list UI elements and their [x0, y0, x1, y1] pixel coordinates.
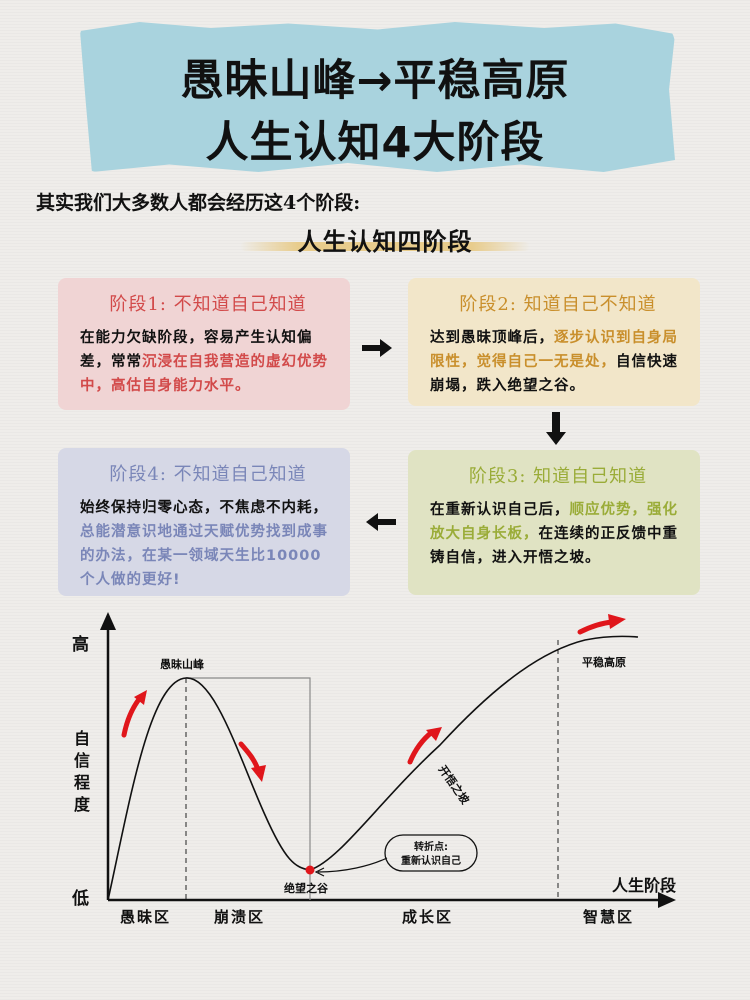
body-text: 在重新认识自己后， — [430, 502, 570, 518]
page-title-line1: 愚昧山峰→平稳高原 — [180, 56, 570, 106]
arrow-right-icon — [362, 339, 392, 357]
stage-title: 阶段1: 不知道自己知道 — [109, 294, 307, 315]
stage-title: 阶段4: 不知道自己知道 — [109, 464, 307, 485]
zone-label-1: 愚昧区 — [120, 908, 172, 926]
subtitle-underline — [240, 242, 530, 251]
y-axis-label: 自信程度 — [74, 729, 91, 814]
stage-body: 在能力欠缺阶段，容易产生认知偏差，常常沉浸在自我营造的虚幻优势中，高估自身能力水… — [80, 326, 336, 398]
zone-label-2: 崩溃区 — [214, 908, 266, 926]
body-highlight: 总能潜意识地通过天赋优势找到成事的办法，在某一领域天生比10000个人做的更好! — [80, 524, 328, 588]
stage-card-1: 阶段1: 不知道自己知道 在能力欠缺阶段，容易产生认知偏差，常常沉浸在自我营造的… — [58, 278, 350, 410]
intro-text: 其实我们大多数人都会经历这4个阶段: — [36, 192, 361, 214]
stage-card-3: 阶段3: 知道自己知道 在重新认识自己后，顺应优势，强化放大自身长板，在连续的正… — [408, 450, 700, 595]
subtitle-block: 人生认知四阶段 — [240, 218, 530, 258]
body-text: 在连续的正反馈中重铸自信，进入开悟之坡。 — [430, 526, 678, 566]
stage-title: 阶段2: 知道自己不知道 — [459, 294, 657, 315]
turning-point-line1: 转折点: — [414, 842, 448, 853]
body-text: 达到愚昧顶峰后， — [430, 330, 554, 346]
turning-point-line2: 重新认识自己 — [401, 856, 461, 867]
title-banner — [80, 22, 675, 172]
body-highlight: 顺应优势，强化放大自身长板， — [430, 502, 678, 542]
valley-label: 绝望之谷 — [284, 882, 328, 895]
body-text: 在能力欠缺阶段，容易产生认知偏差，常常 — [80, 330, 313, 370]
plateau-label: 平稳高原 — [582, 656, 626, 669]
stage-body: 在重新认识自己后，顺应优势，强化放大自身长板，在连续的正反馈中重铸自信，进入开悟… — [430, 498, 686, 570]
body-text: 始终保持归零心态，不焦虑不内耗， — [80, 500, 328, 516]
body-highlight: 逐步认识到自身局限性，觉得自己一无是处， — [430, 330, 678, 370]
stage-card-2: 阶段2: 知道自己不知道 达到愚昧顶峰后，逐步认识到自身局限性，觉得自己一无是处… — [408, 278, 700, 406]
stage-body: 达到愚昧顶峰后，逐步认识到自身局限性，觉得自己一无是处，自信快速崩塌，跌入绝望之… — [430, 326, 686, 398]
y-tick-high: 高 — [72, 635, 89, 655]
stage-title: 阶段3: 知道自己知道 — [468, 466, 648, 487]
body-text: 自信快速崩塌，跌入绝望之谷。 — [430, 354, 678, 394]
zone-label-4: 智慧区 — [583, 908, 635, 926]
page-title-line2: 人生认知4大阶段 — [205, 118, 545, 168]
zone-label-3: 成长区 — [402, 908, 454, 926]
stage-card-4: 阶段4: 不知道自己知道 始终保持归零心态，不焦虑不内耗， 总能潜意识地通过天赋优… — [58, 448, 350, 596]
confidence-curve-chart — [100, 612, 676, 908]
peak-label: 愚昧山峰 — [160, 658, 204, 671]
x-axis-label: 人生阶段 — [612, 876, 677, 895]
subtitle: 人生认知四阶段 — [297, 227, 473, 256]
y-tick-low: 低 — [72, 889, 89, 909]
body-highlight: 沉浸在自我营造的虚幻优势中，高估自身能力水平。 — [80, 354, 328, 394]
arrow-left-icon — [366, 513, 396, 531]
arrow-down-icon — [546, 412, 566, 445]
stage-body: 始终保持归零心态，不焦虑不内耗， 总能潜意识地通过天赋优势找到成事的办法，在某一领… — [80, 496, 336, 592]
